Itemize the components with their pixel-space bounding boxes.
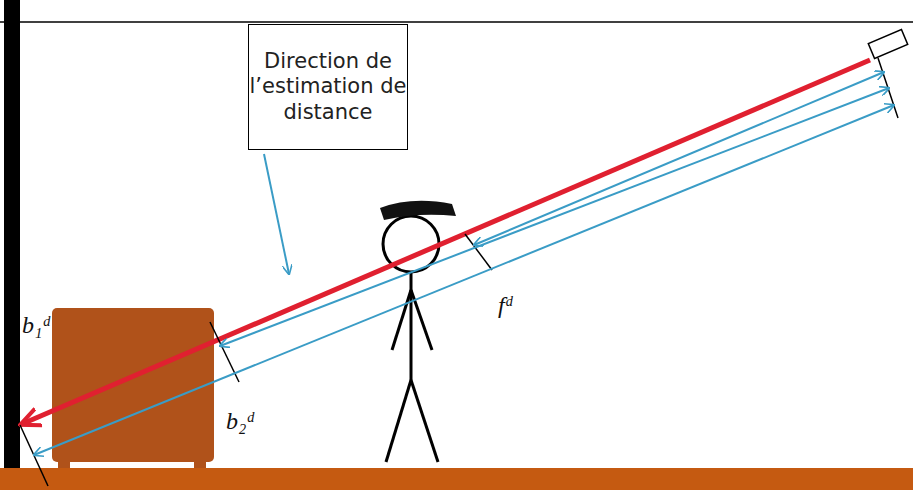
measure-ticks — [20, 58, 898, 486]
floor — [0, 468, 913, 490]
distance-label: fᵈ — [498, 292, 512, 319]
callout-leader — [264, 154, 289, 274]
stick-figure — [383, 216, 439, 462]
distance-label: b₂ᵈ — [226, 408, 254, 435]
cap — [380, 201, 456, 220]
callout-box: Direction de l’estimation de distance — [248, 24, 408, 150]
ceiling-line — [0, 21, 913, 23]
cabinet — [52, 308, 214, 462]
distance-direction — [22, 60, 870, 424]
callout-text: Direction de l’estimation de distance — [249, 49, 407, 125]
camera — [868, 30, 907, 59]
wall — [4, 0, 20, 470]
cabinet-leg — [58, 460, 70, 468]
distance-measures — [34, 72, 894, 455]
distance-label: b₁ᵈ — [22, 312, 50, 339]
cabinet-leg — [194, 460, 206, 468]
